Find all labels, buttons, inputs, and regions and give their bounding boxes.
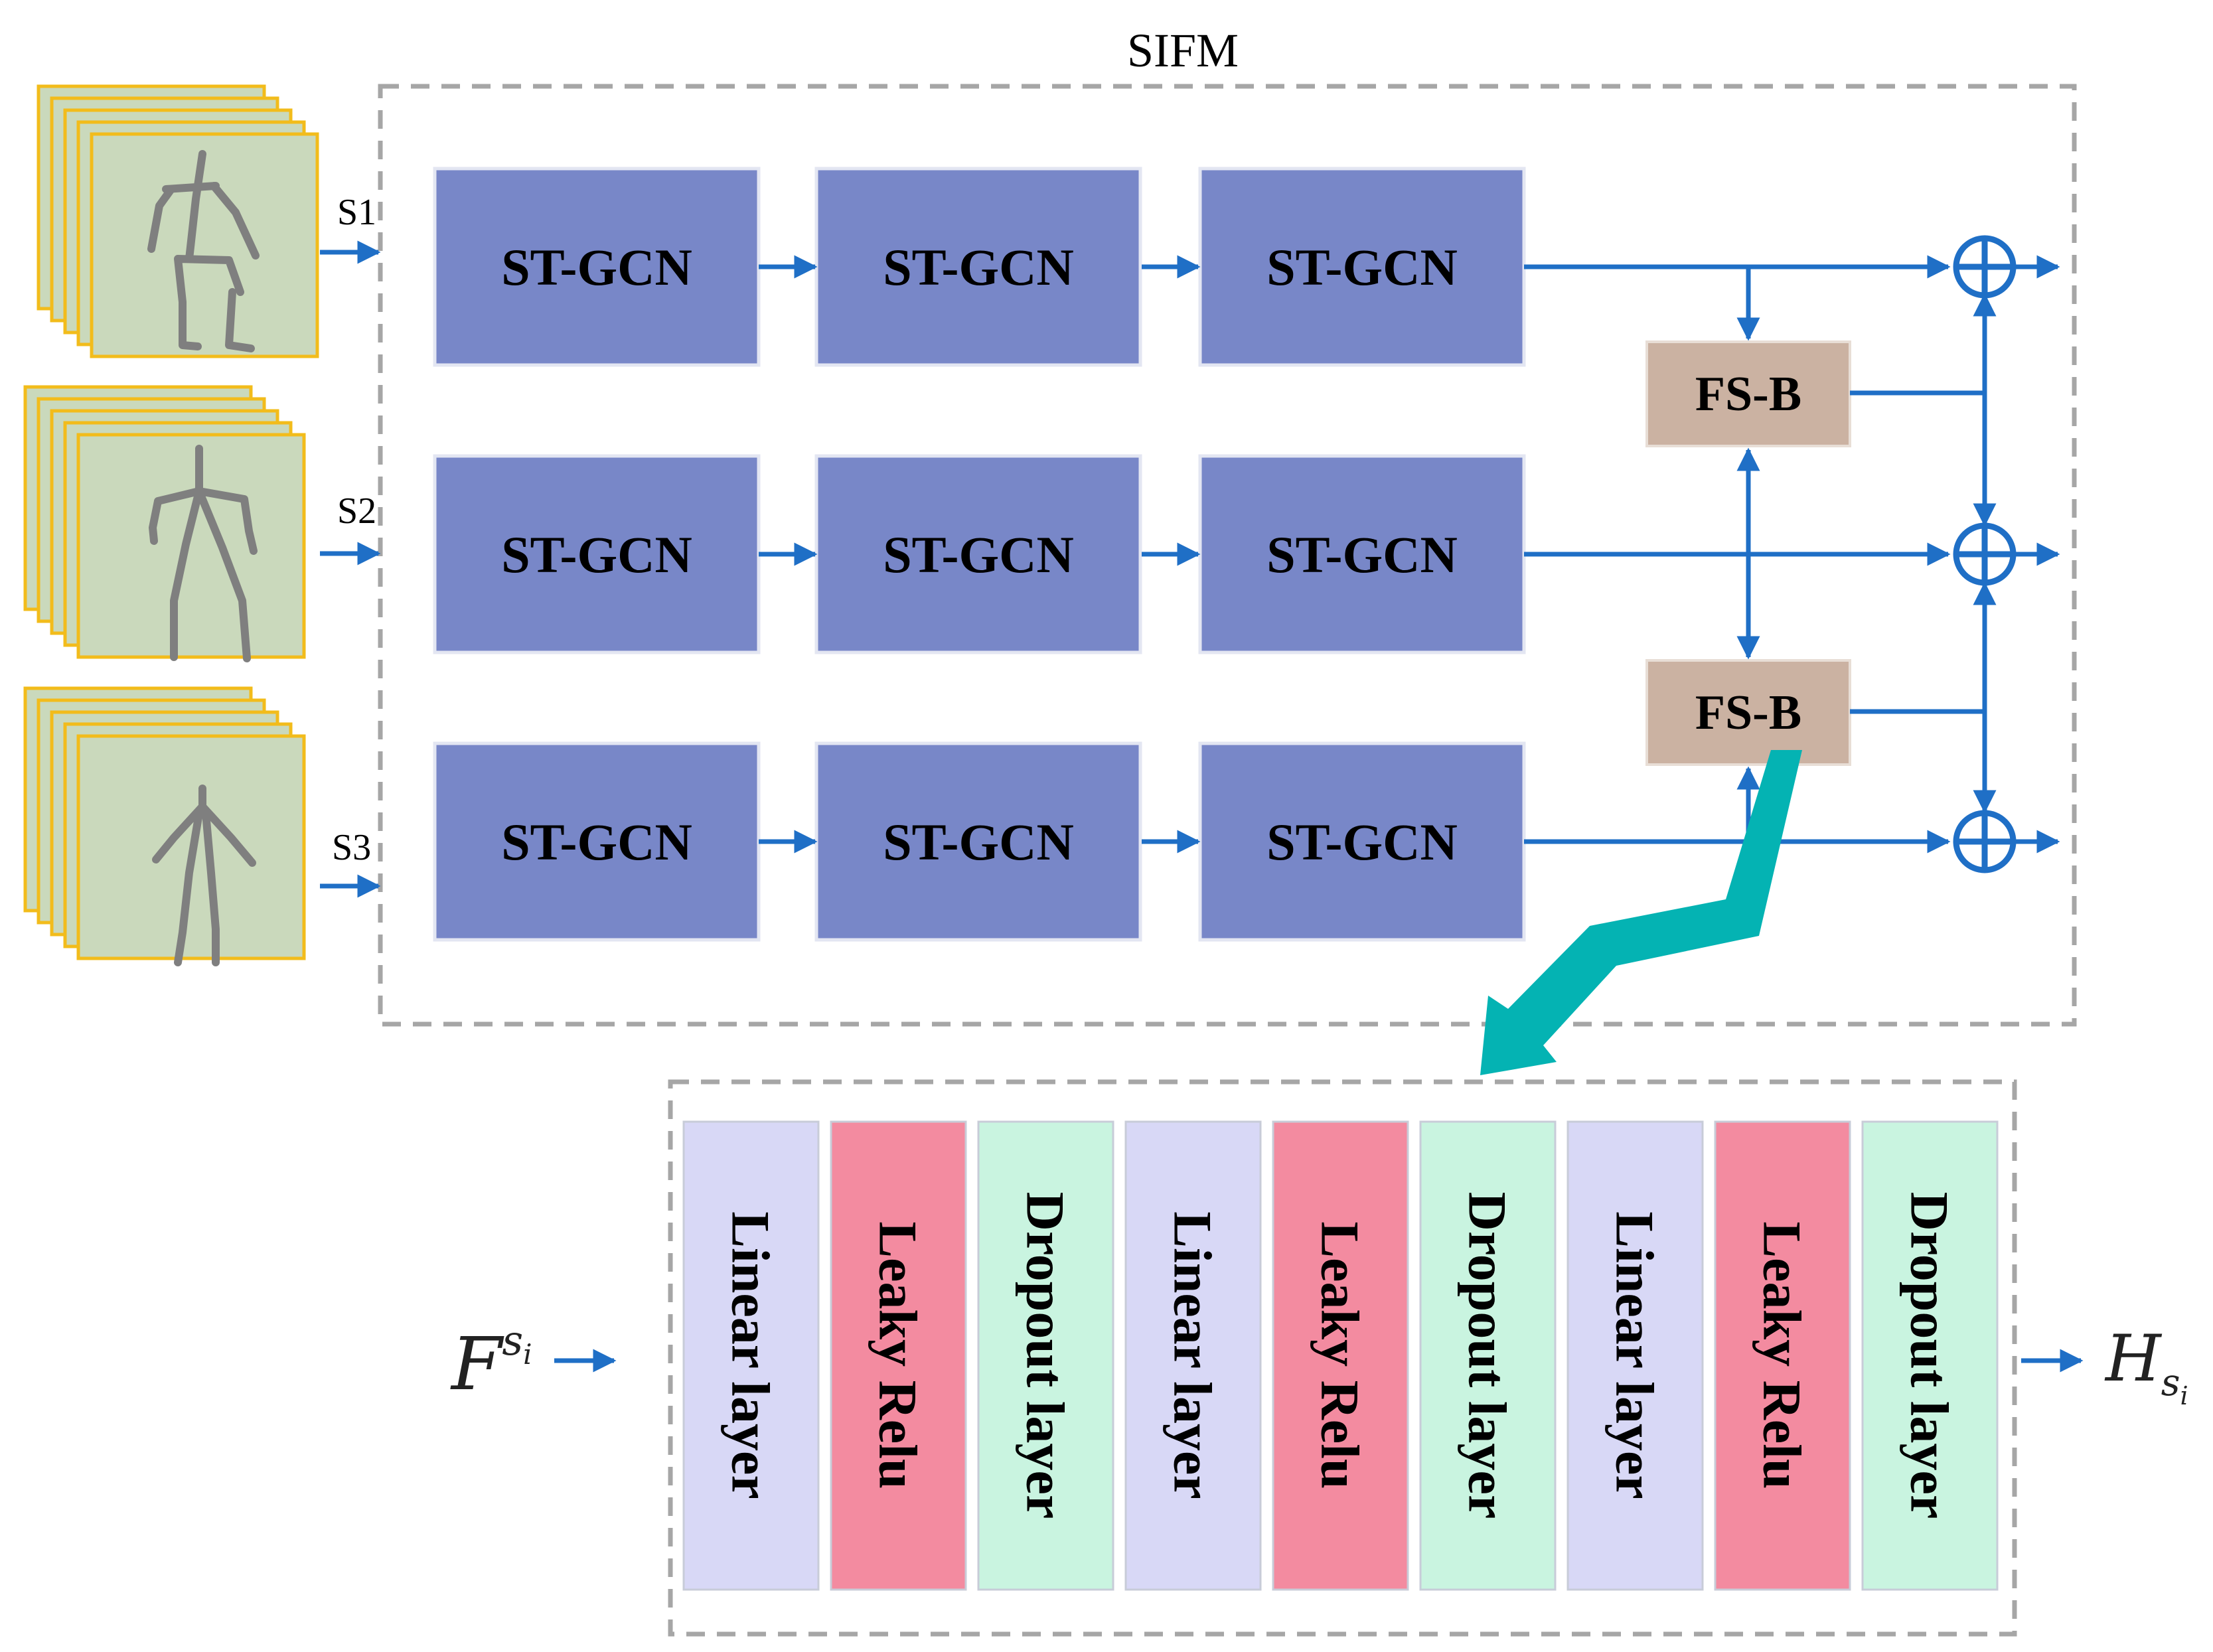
stgcn-label-s1-2: ST-GCN	[883, 238, 1074, 296]
oplus-node-2	[1953, 522, 2017, 586]
input-feature-sub: i	[523, 1338, 532, 1371]
stgcn-label-s3-3: ST-GCN	[1266, 813, 1458, 871]
linear-layer-box-4	[1124, 1120, 1262, 1591]
stgcn-block-s1-1	[433, 167, 761, 367]
stgcn-block-s2-2	[814, 454, 1142, 654]
output-feature-subsub: i	[2180, 1381, 2188, 1410]
stgcn-label-s2-3: ST-GCN	[1266, 526, 1458, 583]
linear-layer-label-1: Linear layer	[721, 1211, 781, 1499]
fsb-label-1: FS-B	[1695, 367, 1801, 421]
relu-layer-label-8: Leaky Relu	[1752, 1221, 1813, 1489]
stgcn-block-s3-1	[433, 741, 761, 942]
linear-layer-box-7	[1566, 1120, 1704, 1591]
frame-stack-2	[23, 385, 306, 662]
linear-layer-label-7: Linear layer	[1605, 1211, 1665, 1499]
input-feature-base: F	[450, 1321, 504, 1406]
fsb-label-2: FS-B	[1695, 686, 1801, 740]
relu-layer-box-8	[1714, 1120, 1851, 1591]
stgcn-block-s1-3	[1198, 167, 1526, 367]
output-feature-sub: s	[2161, 1361, 2180, 1404]
stgcn-label-s2-1: ST-GCN	[501, 526, 692, 583]
fsb-block-1	[1645, 340, 1851, 447]
stgcn-block-s2-3	[1198, 454, 1526, 654]
stgcn-label-s2-2: ST-GCN	[883, 526, 1074, 583]
frame-stack-1	[37, 84, 319, 358]
relu-layer-label-2: Leaky Relu	[868, 1221, 929, 1489]
frame-stack-3	[23, 686, 306, 966]
linear-layer-box-1	[682, 1120, 820, 1591]
fsb-detail-border	[668, 1079, 2017, 1637]
stgcn-label-s1-3: ST-GCN	[1266, 238, 1458, 296]
stgcn-label-s3-1: ST-GCN	[501, 813, 692, 871]
stream-label-s3: S3	[332, 827, 371, 868]
frame-2-5	[76, 433, 306, 659]
stgcn-block-s3-3	[1198, 741, 1526, 942]
stgcn-label-s3-2: ST-GCN	[883, 813, 1074, 871]
stgcn-label-s1-1: ST-GCN	[501, 238, 692, 296]
oplus-node-1	[1953, 235, 2017, 299]
relu-layer-box-5	[1272, 1120, 1409, 1591]
frame-1-5	[90, 132, 319, 358]
skeleton-figure-1	[147, 150, 260, 352]
dropout-layer-box-6	[1419, 1120, 1557, 1591]
linear-layer-label-4: Linear layer	[1163, 1211, 1223, 1499]
dropout-layer-label-6: Dropout layer	[1458, 1192, 1518, 1519]
sifm-title: SIFM	[1127, 24, 1239, 77]
output-feature-base: H	[2104, 1321, 2163, 1396]
stgcn-block-s1-2	[814, 167, 1142, 367]
input-feature-sup: s	[502, 1316, 523, 1365]
connection-arrows	[320, 240, 2084, 1373]
input-feature-label: Fsi	[450, 1316, 532, 1406]
dropout-layer-box-9	[1861, 1120, 1999, 1591]
oplus-node-3	[1953, 810, 2017, 873]
skeleton-figure-3	[152, 785, 256, 966]
zoom-arrow	[1480, 750, 1802, 1075]
dropout-layer-label-9: Dropout layer	[1900, 1192, 1960, 1519]
fsb-block-2	[1645, 659, 1851, 766]
skeleton-frame-stacks	[23, 84, 319, 966]
relu-layer-box-2	[830, 1120, 967, 1591]
stgcn-block-s2-1	[433, 454, 761, 654]
dropout-layer-box-3	[977, 1120, 1114, 1591]
fsb-detail-layers: Linear layer Leaky Relu Dropout layer Linea…	[682, 1120, 1999, 1591]
relu-layer-label-5: Leaky Relu	[1310, 1221, 1371, 1489]
output-feature-label: Hsi	[2104, 1321, 2188, 1410]
stream-label-s1: S1	[337, 192, 376, 233]
stgcn-block-s3-2	[814, 741, 1142, 942]
skeleton-figure-2	[149, 445, 258, 662]
stream-label-s2: S2	[337, 490, 376, 532]
stgcn-grid: ST-GCN ST-GCN ST-GCN ST-GCN ST-GCN ST-GCN ST-G…	[433, 167, 1526, 942]
dropout-layer-label-3: Dropout layer	[1016, 1192, 1076, 1519]
